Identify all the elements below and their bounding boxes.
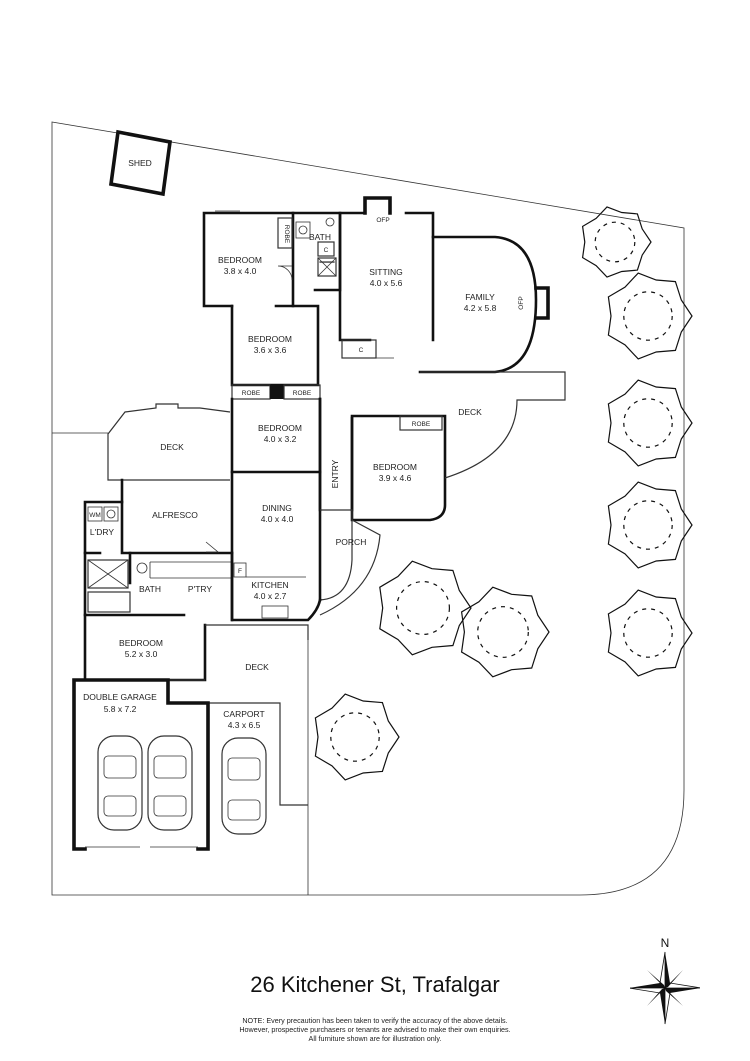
floor-plan: SHED DECK BEDROOM 3.8 x 4.0 ROBE BATH C …: [51, 121, 693, 896]
bath-south-label: BATH: [139, 584, 161, 594]
sitting-room: OFP SITTING 4.0 x 5.6 C: [338, 196, 435, 359]
compass: N: [630, 936, 700, 1025]
carport-size: 4.3 x 6.5: [228, 720, 261, 730]
bedroom-2: BEDROOM 3.6 x 3.6: [230, 304, 320, 387]
bedroom-sw-size: 5.2 x 3.0: [125, 649, 158, 659]
bedroom-4-name: BEDROOM: [373, 462, 417, 472]
pantry-label: P'TRY: [188, 584, 212, 594]
disclaimer-line-1: NOTE: Every precaution has been taken to…: [242, 1016, 508, 1025]
deck-south: DECK: [167, 624, 309, 806]
bath-north: BATH C: [291, 211, 342, 292]
bedroom-3-name: BEDROOM: [258, 423, 302, 433]
kitchen-size: 4.0 x 2.7: [254, 591, 287, 601]
shed-label: SHED: [128, 158, 152, 168]
kitchen-name: KITCHEN: [251, 580, 288, 590]
tree-icon: [607, 272, 693, 360]
entry: ENTRY: [318, 397, 354, 512]
porch-label: PORCH: [336, 537, 367, 547]
robe-label: ROBE: [283, 225, 290, 244]
family-name: FAMILY: [465, 292, 495, 302]
bedroom-3: BEDROOM 4.0 x 3.2: [230, 397, 322, 474]
bath-closet-label: C: [324, 247, 329, 254]
fridge-label: F: [238, 568, 242, 575]
property-boundary: [51, 121, 685, 896]
deck-east: DECK: [420, 371, 566, 479]
address-title: 26 Kitchener St, Trafalgar: [250, 972, 500, 997]
family-room: OFP FAMILY 4.2 x 5.8: [418, 235, 550, 374]
tree-inner-icon: [477, 606, 529, 658]
deck-west-label: DECK: [160, 442, 184, 452]
carport: CARPORT 4.3 x 6.5: [223, 709, 264, 730]
tree-icon: [379, 560, 472, 656]
deck-east-label: DECK: [458, 407, 482, 417]
alfresco: ALFRESCO: [120, 478, 234, 555]
robe-label-c: ROBE: [412, 421, 431, 428]
garage-size: 5.8 x 7.2: [104, 704, 137, 714]
bedroom-nw-name: BEDROOM: [218, 255, 262, 265]
laundry-label: L'DRY: [90, 527, 114, 537]
shed: SHED: [108, 129, 173, 197]
robe-label-a: ROBE: [242, 390, 261, 397]
porch: PORCH: [319, 509, 381, 616]
bedroom-nw: BEDROOM 3.8 x 4.0 ROBE: [202, 210, 295, 308]
pantry: P'TRY: [149, 541, 232, 594]
tree-inner-icon: [330, 712, 380, 762]
bedroom-2-size: 3.6 x 3.6: [254, 345, 287, 355]
double-garage: DOUBLE GARAGE 5.8 x 7.2: [72, 678, 210, 851]
sitting-size: 4.0 x 5.6: [370, 278, 403, 288]
dining-name: DINING: [262, 503, 292, 513]
laundry: WM L'DRY: [83, 500, 124, 555]
tree-icon: [607, 589, 693, 677]
car-icon: [221, 737, 267, 835]
deck-south-label: DECK: [245, 662, 269, 672]
tree-inner-icon: [623, 398, 673, 448]
family-size: 4.2 x 5.8: [464, 303, 497, 313]
carport-name: CARPORT: [223, 709, 264, 719]
kitchen: F KITCHEN 4.0 x 2.7: [230, 551, 322, 622]
tree-icon: [581, 206, 652, 278]
bedroom-sw-name: BEDROOM: [119, 638, 163, 648]
trees: [314, 206, 693, 781]
compass-rose-icon: [630, 951, 700, 1025]
entry-label: ENTRY: [330, 459, 340, 488]
compass-north-label: N: [661, 936, 670, 950]
family-ofp-label: OFP: [518, 296, 525, 309]
bedroom-4-size: 3.9 x 4.6: [379, 473, 412, 483]
disclaimer-line-2: However, prospective purchasers or tenan…: [239, 1025, 511, 1034]
robe-strip: ROBE ROBE: [231, 384, 321, 400]
bedroom-sw: BEDROOM 5.2 x 3.0: [83, 613, 207, 682]
car-icon: [147, 735, 193, 831]
bath-north-label: BATH: [309, 232, 331, 242]
tree-inner-icon: [623, 291, 673, 341]
tree-icon: [314, 693, 400, 781]
tree-inner-icon: [623, 500, 673, 550]
car-icon: [97, 735, 143, 831]
alfresco-label: ALFRESCO: [152, 510, 198, 520]
tree-icon: [460, 586, 550, 678]
bedroom-4: ROBE BEDROOM 3.9 x 4.6: [350, 414, 447, 522]
deck-west: DECK: [107, 403, 231, 481]
tree-inner-icon: [594, 221, 636, 263]
tree-icon: [607, 481, 693, 569]
wm-label: WM: [89, 512, 101, 519]
sitting-closet-label: C: [359, 347, 364, 354]
disclaimer-line-3: All furniture shown are for illustration…: [308, 1034, 442, 1043]
sitting-name: SITTING: [369, 267, 403, 277]
garage-name: DOUBLE GARAGE: [83, 692, 157, 702]
tree-icon: [607, 379, 693, 467]
sitting-ofp-label: OFP: [376, 217, 389, 224]
robe-label-b: ROBE: [293, 390, 312, 397]
bedroom-3-size: 4.0 x 3.2: [264, 434, 297, 444]
tree-inner-icon: [623, 608, 673, 658]
dining-size: 4.0 x 4.0: [261, 514, 294, 524]
tree-inner-icon: [396, 580, 451, 635]
bedroom-2-name: BEDROOM: [248, 334, 292, 344]
bedroom-nw-size: 3.8 x 4.0: [224, 266, 257, 276]
